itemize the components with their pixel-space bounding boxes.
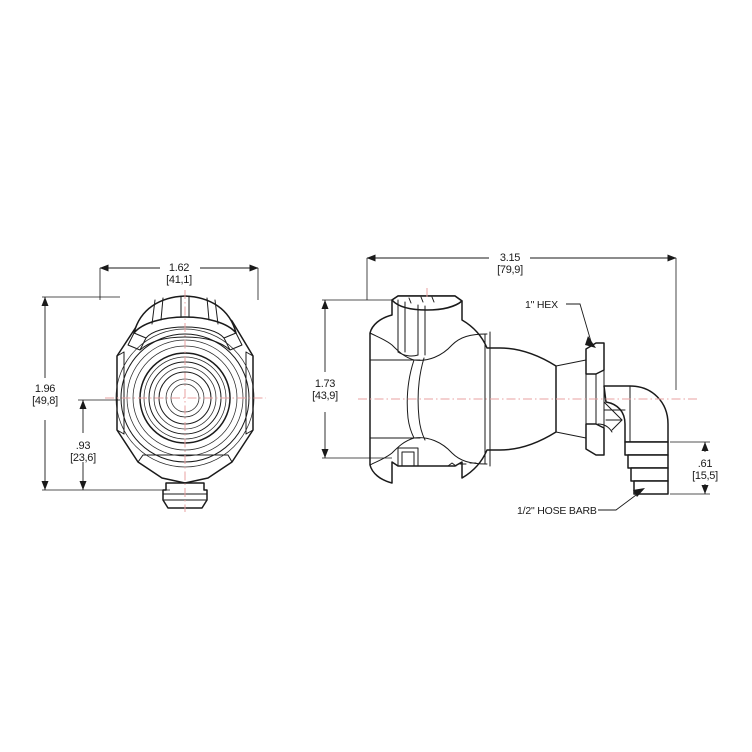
note-hex-label: 1" HEX: [525, 299, 558, 311]
hex-transition-bottom: [555, 431, 587, 439]
side-body-waist-curve: [406, 359, 415, 439]
dim-side-height-mm: [43,9]: [312, 390, 338, 402]
side-body-waist-curve2: [417, 357, 426, 441]
dim-196-arrow-top: [41, 297, 49, 306]
barb-ridge-2: [627, 454, 669, 469]
dim-093-arrow-top: [79, 400, 87, 409]
hex-right-chamfer-bottom: [245, 429, 254, 435]
barb-ridge-1: [624, 441, 669, 456]
side-handle-mark-1: [408, 297, 412, 304]
elbow-diag-2: [605, 419, 623, 431]
hex-nut-lower: [585, 423, 605, 456]
front-view-geometry: [105, 290, 266, 512]
hex-right-chamfer-top: [245, 351, 254, 357]
front-view-dimensions: 1.62 [41,1] 1.96 [49,8] .93 [23,6]: [32, 262, 259, 491]
side-view-geometry: [358, 288, 700, 495]
leader-hosebarb: [598, 491, 641, 511]
hex-transition-top: [555, 359, 587, 367]
dim-side-length-mm: [79,9]: [497, 264, 523, 276]
dim-barb-height-inches: .61: [698, 458, 713, 470]
side-handle-mark-2: [420, 296, 424, 303]
leader-hex-arrow: [585, 336, 596, 348]
dim-093-arrow-bottom: [79, 481, 87, 490]
barb-ridge-3: [630, 467, 669, 482]
hex-left-chamfer-top: [116, 351, 125, 357]
leader-hosebarb-arrow: [633, 488, 645, 497]
handle-rib-5: [206, 297, 210, 321]
dim-front-lower-mm: [23,6]: [70, 452, 96, 464]
note-hosebarb-label: 1/2" HOSE BARB: [517, 505, 597, 517]
dim-061-arrow-top: [701, 442, 709, 451]
side-handle-rib-bottom: [397, 351, 419, 357]
casting-mark-1: [447, 462, 457, 467]
dim-front-width-mm: [41,1]: [166, 274, 192, 286]
handle-rib-1: [151, 299, 156, 325]
elbow-diag-1: [603, 401, 623, 421]
dim-front-height-inches: 1.96: [35, 383, 55, 395]
hex-left-chamfer-bottom: [116, 429, 125, 435]
side-handle-mark-3: [431, 296, 435, 303]
dim-front-height-mm: [49,8]: [32, 395, 58, 407]
dim-side-length-inches: 3.15: [500, 252, 520, 264]
dim-061-arrow-bottom: [701, 485, 709, 494]
dim-front-width-inches: 1.62: [169, 262, 189, 274]
dim-barb-height-mm: [15,5]: [692, 470, 718, 482]
dim-front-lower-inches: .93: [76, 440, 91, 452]
side-lower-boss: [397, 447, 419, 467]
side-lower-boss-inner: [401, 451, 415, 467]
handle-inner-arc2: [139, 336, 231, 351]
side-view-dimensions: 3.15 [79,9] 1.73 [43,9] .61 [15,5]: [312, 252, 718, 495]
annotations-group: 1" HEX 1/2" HOSE BARB: [517, 299, 645, 517]
dim-173-arrow-top: [321, 300, 329, 309]
leader-hex: [566, 303, 593, 346]
dim-side-height-inches: 1.73: [315, 378, 335, 390]
dim-173-arrow-bottom: [321, 449, 329, 458]
handle-rib-6: [214, 299, 219, 325]
handle-rib-2: [160, 297, 164, 321]
elbow-fillet: [597, 423, 613, 433]
dim-196-arrow-bottom: [41, 481, 49, 490]
